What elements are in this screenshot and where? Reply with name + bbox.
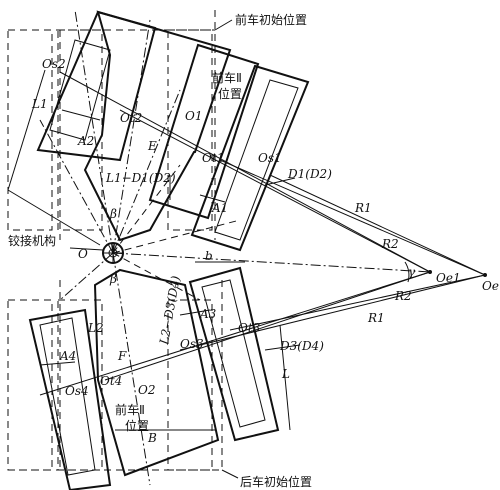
label-A2: A2 <box>77 134 94 148</box>
label-R2a: R2 <box>381 237 399 251</box>
label-L2: L2 <box>87 321 104 335</box>
front-vehicle-body <box>36 10 310 252</box>
label-rear-ii: 前车Ⅱ <box>115 402 145 417</box>
label-Os1: Os1 <box>258 151 282 165</box>
label-D3D4: D3(D4) <box>279 339 324 353</box>
label-rear-initial: 后车初始位置 <box>240 474 312 489</box>
label-E: E <box>147 139 157 153</box>
label-L2D3D4: L2−D3(D4) <box>157 274 183 346</box>
label-O1: O1 <box>185 109 202 123</box>
label-Os3: Os3 <box>180 337 204 351</box>
label-O: O <box>78 247 88 261</box>
label-R1a: R1 <box>354 201 372 215</box>
label-L1: L1 <box>31 97 48 111</box>
label-Os2: Os2 <box>42 57 66 71</box>
front-initial-outline <box>7 10 216 240</box>
label-A3: A3 <box>199 307 217 321</box>
label-R2b: R2 <box>394 289 412 303</box>
label-Ot2: Ot2 <box>120 111 142 125</box>
label-A1: A1 <box>211 201 228 215</box>
rear-vehicle-body <box>28 266 280 490</box>
construction-lines <box>39 9 431 486</box>
label-D1D2: D1(D2) <box>287 167 332 181</box>
label-Oe: Oe <box>482 279 499 293</box>
label-Oe1: Oe1 <box>436 271 461 285</box>
label-b: b <box>205 249 213 263</box>
label-A4: A4 <box>59 349 76 363</box>
label-front-initial: 前车初始位置 <box>235 12 307 27</box>
label-Ot4: Ot4 <box>100 374 122 388</box>
label-beta2: β <box>109 272 117 286</box>
label-gamma: γ <box>408 265 416 279</box>
pole-points <box>404 261 487 283</box>
label-R1b: R1 <box>367 311 385 325</box>
label-L: L <box>281 367 290 381</box>
label-Ot1: Ot1 <box>202 151 224 165</box>
radius-lines <box>7 69 486 396</box>
label-hinge: 铰接机构 <box>8 233 56 248</box>
label-Ot3: Ot3 <box>238 321 261 335</box>
leader-lines <box>69 19 239 479</box>
label-beta1: β <box>109 207 117 221</box>
label-B: B <box>147 431 157 445</box>
label-rear-position: 位置 <box>125 418 149 433</box>
label-F: F <box>117 349 127 363</box>
dimension-markers <box>39 109 301 431</box>
label-Os4: Os4 <box>65 384 89 398</box>
label-O2: O2 <box>138 383 155 397</box>
label-position: 位置 <box>218 86 242 101</box>
label-front-ii: 前车Ⅱ <box>212 70 242 85</box>
rear-initial-outline <box>7 280 223 471</box>
label-L1D1D2: L1−D1(D2) <box>105 171 176 185</box>
